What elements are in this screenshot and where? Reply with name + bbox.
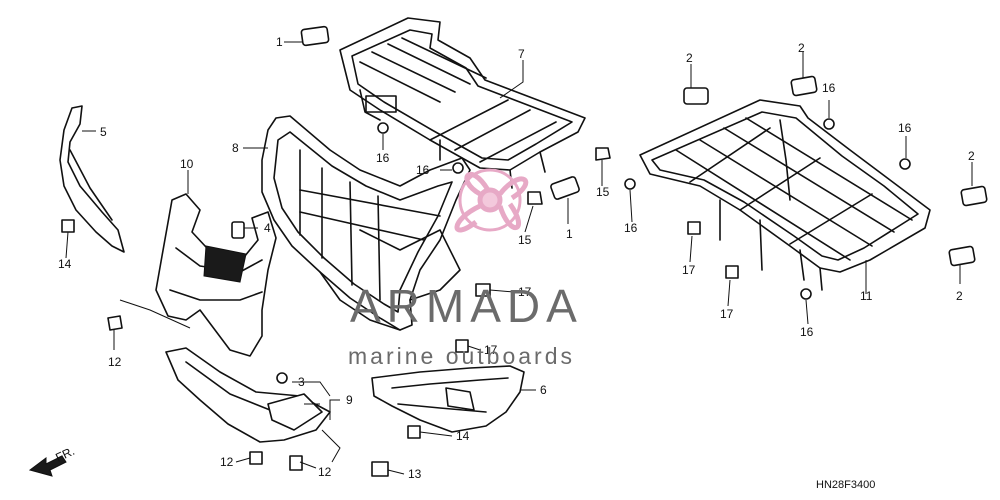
callout-16-d: 16 (822, 81, 836, 95)
callout-16-c: 16 (624, 221, 638, 235)
callout-17-d: 17 (720, 307, 734, 321)
callout-1-top: 1 (276, 35, 283, 49)
callout-14-b: 14 (456, 429, 470, 443)
callout-8: 8 (232, 141, 239, 155)
propeller-logo (454, 168, 529, 233)
callout-2-d: 2 (956, 289, 963, 303)
callout-13: 13 (408, 467, 422, 481)
callout-labels: 1 1 2 2 2 2 4 5 6 7 8 9 10 11 12 12 12 1… (58, 35, 975, 481)
callout-7: 7 (518, 47, 525, 61)
diagram-code: HN28F3400 (816, 479, 875, 491)
side-cover (59, 105, 125, 253)
callout-1-mid: 1 (566, 227, 573, 241)
front-direction-indicator: FR. (28, 444, 77, 477)
callout-15-b: 15 (518, 233, 532, 247)
direction-label: FR. (53, 444, 76, 465)
callout-16-e: 16 (898, 121, 912, 135)
callout-16-f: 16 (800, 325, 814, 339)
front-carrier-rack (339, 17, 586, 189)
callout-11: 11 (860, 289, 873, 303)
callout-17-a: 17 (518, 285, 532, 299)
rear-carrier-rack (639, 99, 931, 291)
callout-9: 9 (346, 393, 353, 407)
callout-17-c: 17 (682, 263, 696, 277)
leader-lines (65, 41, 973, 475)
callout-12-b: 12 (220, 455, 234, 469)
callout-12-a: 12 (108, 355, 122, 369)
callout-16-a: 16 (376, 151, 390, 165)
callout-14-a: 14 (58, 257, 72, 271)
reflectors (300, 25, 988, 267)
callout-12-c: 12 (318, 465, 332, 479)
callout-15-a: 15 (596, 185, 610, 199)
callout-17-b: 17 (484, 343, 498, 357)
lower-skid-plate (165, 347, 331, 443)
watermark: ARMADA marine outboards (348, 168, 583, 369)
arrow-icon (28, 455, 67, 477)
callout-4: 4 (264, 221, 271, 235)
watermark-subtitle: marine outboards (348, 343, 575, 369)
callout-5: 5 (100, 125, 107, 139)
watermark-title: ARMADA (350, 280, 583, 332)
callout-2-b: 2 (798, 41, 805, 55)
front-guard (261, 115, 471, 331)
callout-6: 6 (540, 383, 547, 397)
callout-2-c: 2 (968, 149, 975, 163)
callout-16-b: 16 (416, 163, 430, 177)
callout-3: 3 (298, 375, 305, 389)
callout-10: 10 (180, 157, 194, 171)
fasteners (61, 118, 911, 477)
side-guard (371, 365, 525, 433)
callout-2-a: 2 (686, 51, 693, 65)
front-skid-plate (155, 193, 277, 357)
